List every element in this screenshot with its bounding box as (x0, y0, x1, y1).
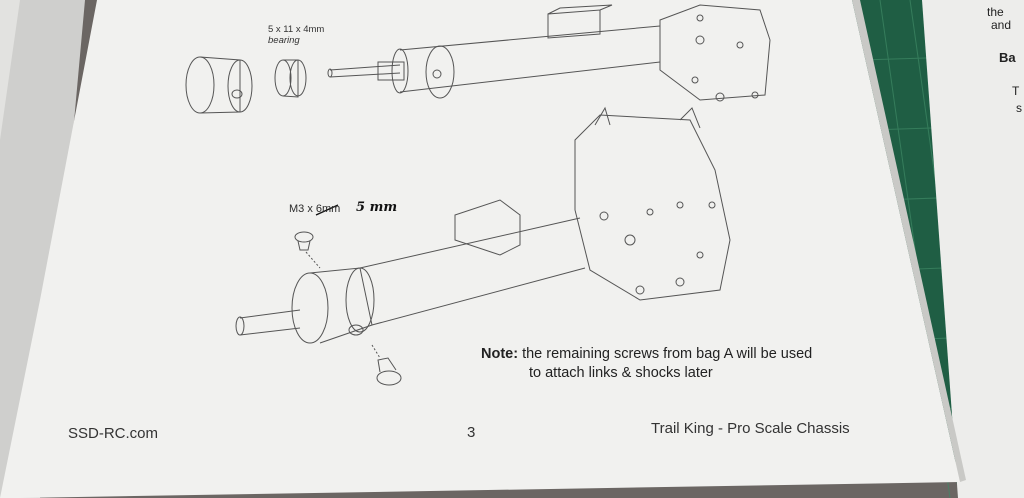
screw-label: M3 x 6mm (289, 203, 341, 215)
adjacent-page-text-4: s (1016, 101, 1022, 115)
left-page-edge (0, 0, 85, 498)
adjacent-page-text-3: T (1012, 84, 1020, 98)
axle-assembly-top (185, 4, 771, 114)
differential-housing (574, 114, 731, 301)
adjacent-page-text-2: and (991, 18, 1012, 32)
bearing-label-line1: 5 x 11 x 4mm (268, 24, 325, 35)
axle-tube (359, 217, 586, 326)
screw-bottom (371, 344, 402, 386)
axle-stub (239, 309, 301, 336)
axle-tube (399, 25, 661, 93)
note-prefix: Note: (481, 346, 519, 362)
differential-housing (659, 4, 771, 101)
page-number: 3 (467, 424, 476, 441)
bearing-label-line2: bearing (268, 35, 300, 46)
adjacent-page (922, 0, 1024, 498)
screw-top (294, 231, 321, 269)
handwritten-correction: 5 mm (356, 200, 398, 215)
footer-site: SSD-RC.com (68, 425, 159, 442)
note-line-1: Note: the remaining screws from bag A wi… (481, 345, 812, 364)
adjacent-page-heading: Ba (999, 50, 1016, 65)
footer-title: Trail King - Pro Scale Chassis (651, 420, 850, 437)
axle-assembly-bottom (235, 106, 731, 386)
manual-page (0, 0, 960, 498)
axle-shaft (329, 64, 401, 78)
note-text-1: the remaining screws from bag A will be … (522, 346, 813, 362)
note-text-2: to attach links & shocks later (529, 365, 713, 381)
adjacent-page-text-1: the (987, 5, 1004, 19)
